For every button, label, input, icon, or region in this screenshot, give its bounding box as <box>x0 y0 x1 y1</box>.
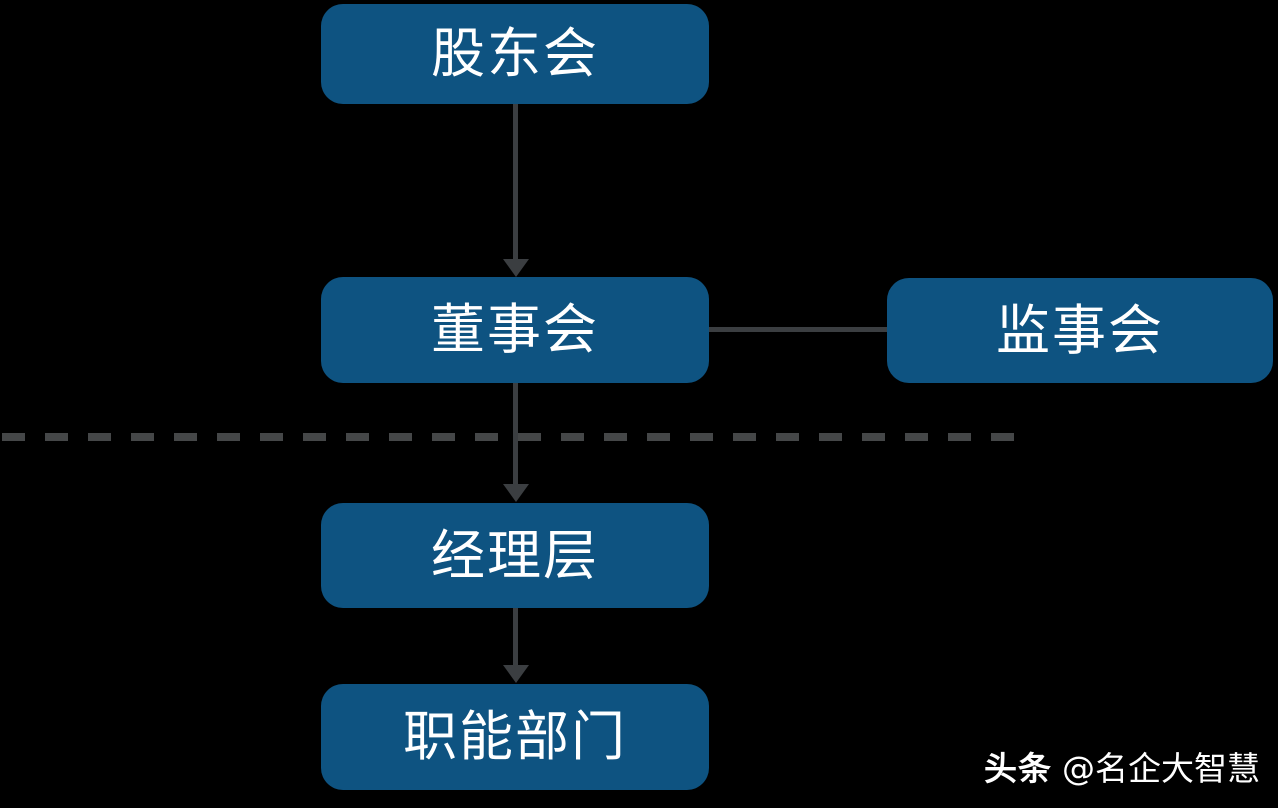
arrow-down-icon <box>503 259 529 277</box>
node-supervisory-label: 监事会 <box>996 298 1164 362</box>
governance-management-divider <box>2 433 1028 441</box>
node-shareholders-label: 股东会 <box>431 22 599 85</box>
node-board-label: 董事会 <box>431 298 599 361</box>
node-departments: 职能部门 <box>321 684 709 790</box>
watermark: 头条 @名企大智慧 <box>984 742 1260 790</box>
connector-management-to-departments-line <box>513 608 518 666</box>
arrow-down-icon <box>503 484 529 502</box>
node-shareholders: 股东会 <box>321 4 709 104</box>
watermark-handle: @名企大智慧 <box>1062 749 1260 788</box>
node-management: 经理层 <box>321 503 709 608</box>
node-board: 董事会 <box>321 277 709 383</box>
node-supervisory: 监事会 <box>887 278 1273 383</box>
connector-board-to-supervisory-line <box>709 327 887 332</box>
node-departments-label: 职能部门 <box>403 705 627 768</box>
connector-shareholders-to-board-line <box>513 104 518 260</box>
arrow-down-icon <box>503 665 529 683</box>
watermark-brand: 头条 <box>984 749 1052 788</box>
node-management-label: 经理层 <box>431 523 599 587</box>
